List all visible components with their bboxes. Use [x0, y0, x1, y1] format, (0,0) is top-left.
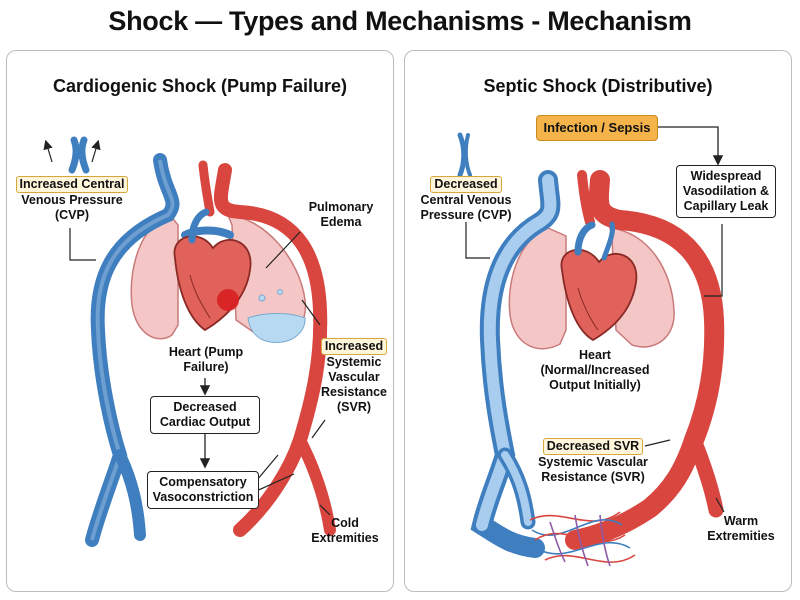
right-lung-left	[508, 227, 567, 350]
cold-extremities-label: Cold Extremities	[311, 516, 379, 545]
left-vein-main	[85, 153, 180, 547]
page-title: Shock — Types and Mechanisms - Mechanism	[108, 6, 692, 36]
septic-heart	[560, 248, 638, 342]
svr-highlight: Increased	[320, 338, 388, 355]
decreased-svr-label: Decreased SVR Systemic Vascular Resistan…	[528, 438, 658, 485]
right-artery-branch	[686, 432, 724, 518]
left-vein-branch	[114, 449, 146, 541]
cvp-text: Venous Pressure (CVP)	[21, 193, 123, 222]
capillary-bed	[529, 511, 636, 567]
cvp-highlight: Increased Central	[15, 176, 129, 193]
left-artery-main	[213, 163, 328, 537]
right-artery-main	[565, 170, 725, 550]
heart-normal-label: Heart (Normal/Increased Output Initially…	[540, 348, 650, 392]
left-artery-branch	[294, 434, 336, 536]
decreased-cvp-highlight: Decreased	[430, 176, 502, 193]
compensatory-vasoconstriction-box: Compensatory Vasoconstriction	[147, 471, 259, 509]
vasodilation-box: Widespread Vasodilation & Capillary Leak	[676, 165, 776, 218]
pulmonary-fluid	[247, 313, 306, 343]
warm-extremities-label: Warm Extremities	[707, 514, 775, 543]
cardiogenic-illustration	[43, 136, 336, 547]
infection-sepsis-box: Infection / Sepsis	[536, 115, 658, 141]
decreased-cvp-text: Central Venous Pressure (CVP)	[420, 193, 512, 222]
heart-pump-failure-label: Heart (Pump Failure)	[168, 345, 244, 374]
cvp-label: Increased Central Venous Pressure (CVP)	[12, 176, 132, 223]
cardiogenic-title: Cardiogenic Shock (Pump Failure)	[52, 76, 348, 96]
pulmonary-edema-label: Pulmonary Edema	[308, 200, 374, 229]
svr-text: Systemic Vascular Resistance (SVR)	[320, 355, 387, 414]
decreased-svr-text: Systemic Vascular Resistance (SVR)	[538, 455, 648, 484]
decreased-cvp-label: Decreased Central Venous Pressure (CVP)	[414, 176, 518, 223]
decreased-svr-highlight: Decreased SVR	[542, 438, 644, 455]
decreased-cardiac-output-box: Decreased Cardiac Output	[150, 396, 260, 434]
infarct-area	[217, 289, 239, 311]
septic-illustration	[457, 126, 725, 567]
septic-title: Septic Shock (Distributive)	[483, 76, 713, 96]
increased-svr-label: Increased Systemic Vascular Resistance (…	[312, 338, 396, 415]
